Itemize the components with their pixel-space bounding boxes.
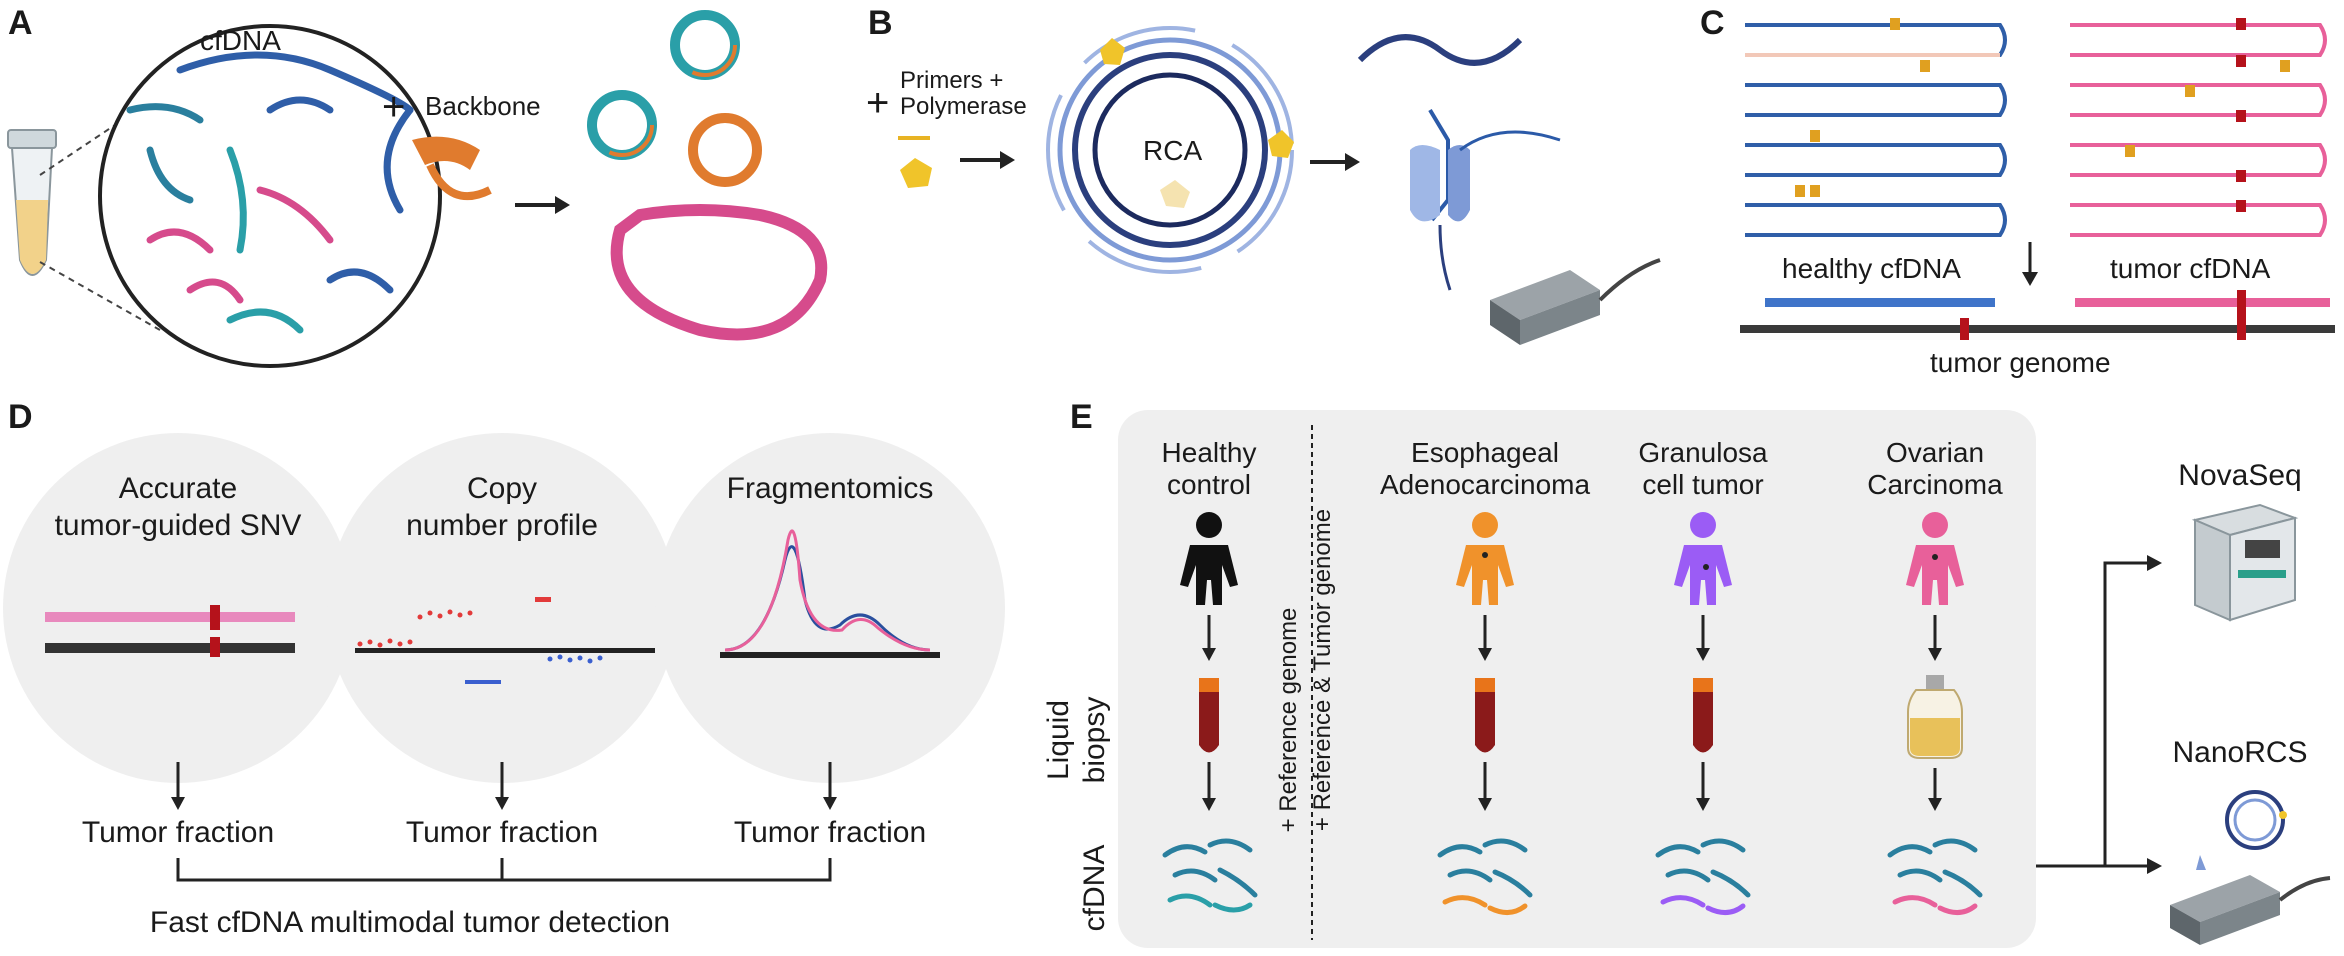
novaseq-instrument-icon (2191, 503, 2299, 622)
snv-title-1: Accurate (119, 472, 237, 505)
ascites-bottle-icon (1907, 675, 1963, 759)
tumor-cfdna-label: tumor cfDNA (2110, 253, 2271, 284)
panel-d-letter: D (8, 398, 33, 436)
group-healthy-1: Healthy (1162, 437, 1257, 468)
cnv-icon (355, 597, 655, 684)
panel-e-letter: E (1070, 398, 1093, 436)
fragment-circle (655, 433, 1005, 783)
result-cnv: Tumor fraction (406, 816, 598, 849)
genome-bar (1740, 325, 2335, 333)
blood-tube-icons (1199, 678, 1713, 753)
primer-polymerase-icon (898, 136, 932, 188)
summary-bracket (176, 858, 832, 882)
person-ovarian-icon (1906, 512, 1964, 605)
panel-a: A cfDNA + Backbone (7, 4, 828, 368)
panel-e: E Liquid biopsy cfDNA + Reference genome… (1042, 398, 2331, 948)
tumor-bar (2075, 298, 2330, 307)
person-healthy-icon (1180, 512, 1238, 605)
e-arrows-1 (1207, 615, 1937, 650)
group-healthy-2: control (1167, 469, 1251, 500)
group-ovarian-1: Ovarian (1886, 437, 1984, 468)
cnv-circle (327, 433, 677, 783)
sample-tube-icon (7, 129, 57, 276)
plus-sign-a: + (382, 85, 405, 129)
platform-novaseq: NovaSeq (2178, 459, 2301, 492)
fragment-length-icon (720, 529, 940, 658)
frag-title-2: Fragmentomics (727, 472, 934, 505)
snv-title-2: tumor-guided SNV (55, 509, 302, 542)
panel-d: D Accurate tumor-guided SNV Copy number … (3, 398, 1005, 939)
tumor-genome-label: tumor genome (1930, 347, 2111, 378)
group-esophageal-2: Adenocarcinoma (1380, 469, 1591, 500)
cnv-title-1: Copy (467, 472, 537, 505)
panel-b: B + Primers + Polymerase RCA (866, 4, 1661, 345)
backbone-label: Backbone (425, 91, 541, 121)
person-granulosa-icon (1674, 512, 1732, 605)
group-granulosa-1: Granulosa (1638, 437, 1768, 468)
group-esophageal-1: Esophageal (1411, 437, 1559, 468)
panel-c-letter: C (1700, 4, 1725, 42)
summary-label: Fast cfDNA multimodal tumor detection (150, 906, 670, 939)
group-ovarian-2: Carcinoma (1867, 469, 2003, 500)
snv-icon (45, 605, 295, 657)
cnv-title-2: number profile (406, 509, 598, 542)
snv-circle (3, 433, 353, 783)
nanorcs-device-icon (2170, 790, 2331, 945)
row-label-biopsy-1: Liquid (1042, 700, 1075, 780)
platform-connector (2036, 561, 2150, 868)
row-label-biopsy-2: biopsy (1078, 697, 1111, 784)
cfdna-label: cfDNA (200, 25, 281, 56)
e-arrows-2 (1207, 762, 1937, 800)
cohort-box (1118, 410, 2036, 948)
rca-diagram (1046, 26, 1294, 274)
person-esophageal-icon (1456, 512, 1514, 605)
group-granulosa-2: cell tumor (1642, 469, 1763, 500)
d-arrows (176, 762, 832, 800)
row-label-cfdna: cfDNA (1078, 845, 1111, 932)
tumor-reads (2070, 18, 2327, 237)
healthy-cfdna-label: healthy cfDNA (1782, 253, 1961, 284)
result-frag: Tumor fraction (734, 816, 926, 849)
platform-nanorcs: NanoRCS (2172, 736, 2307, 769)
sequencer-device-icon (1490, 258, 1661, 345)
backbone-icon (412, 136, 480, 170)
panel-b-letter: B (868, 4, 893, 42)
healthy-reads (1745, 18, 2007, 237)
healthy-bar (1765, 298, 1995, 307)
result-snv: Tumor fraction (82, 816, 274, 849)
cfdna-fragments-icon (126, 51, 414, 334)
cfdna-clusters-icons (1162, 838, 1983, 915)
primers-label-2: Polymerase (900, 93, 1027, 120)
panel-a-letter: A (8, 4, 33, 42)
panel-c: C healthy cfDNA tu (1700, 4, 2335, 378)
ref-tumor-genome-label: + Reference & Tumor genome (1309, 509, 1336, 831)
ref-genome-label: + Reference genome (1275, 608, 1302, 833)
plus-sign-b: + (866, 81, 889, 125)
primers-label-1: Primers + (900, 67, 1003, 94)
rca-label: RCA (1143, 135, 1202, 166)
circular-dna-icons (587, 10, 828, 341)
nanopore-icon (1357, 34, 1561, 291)
